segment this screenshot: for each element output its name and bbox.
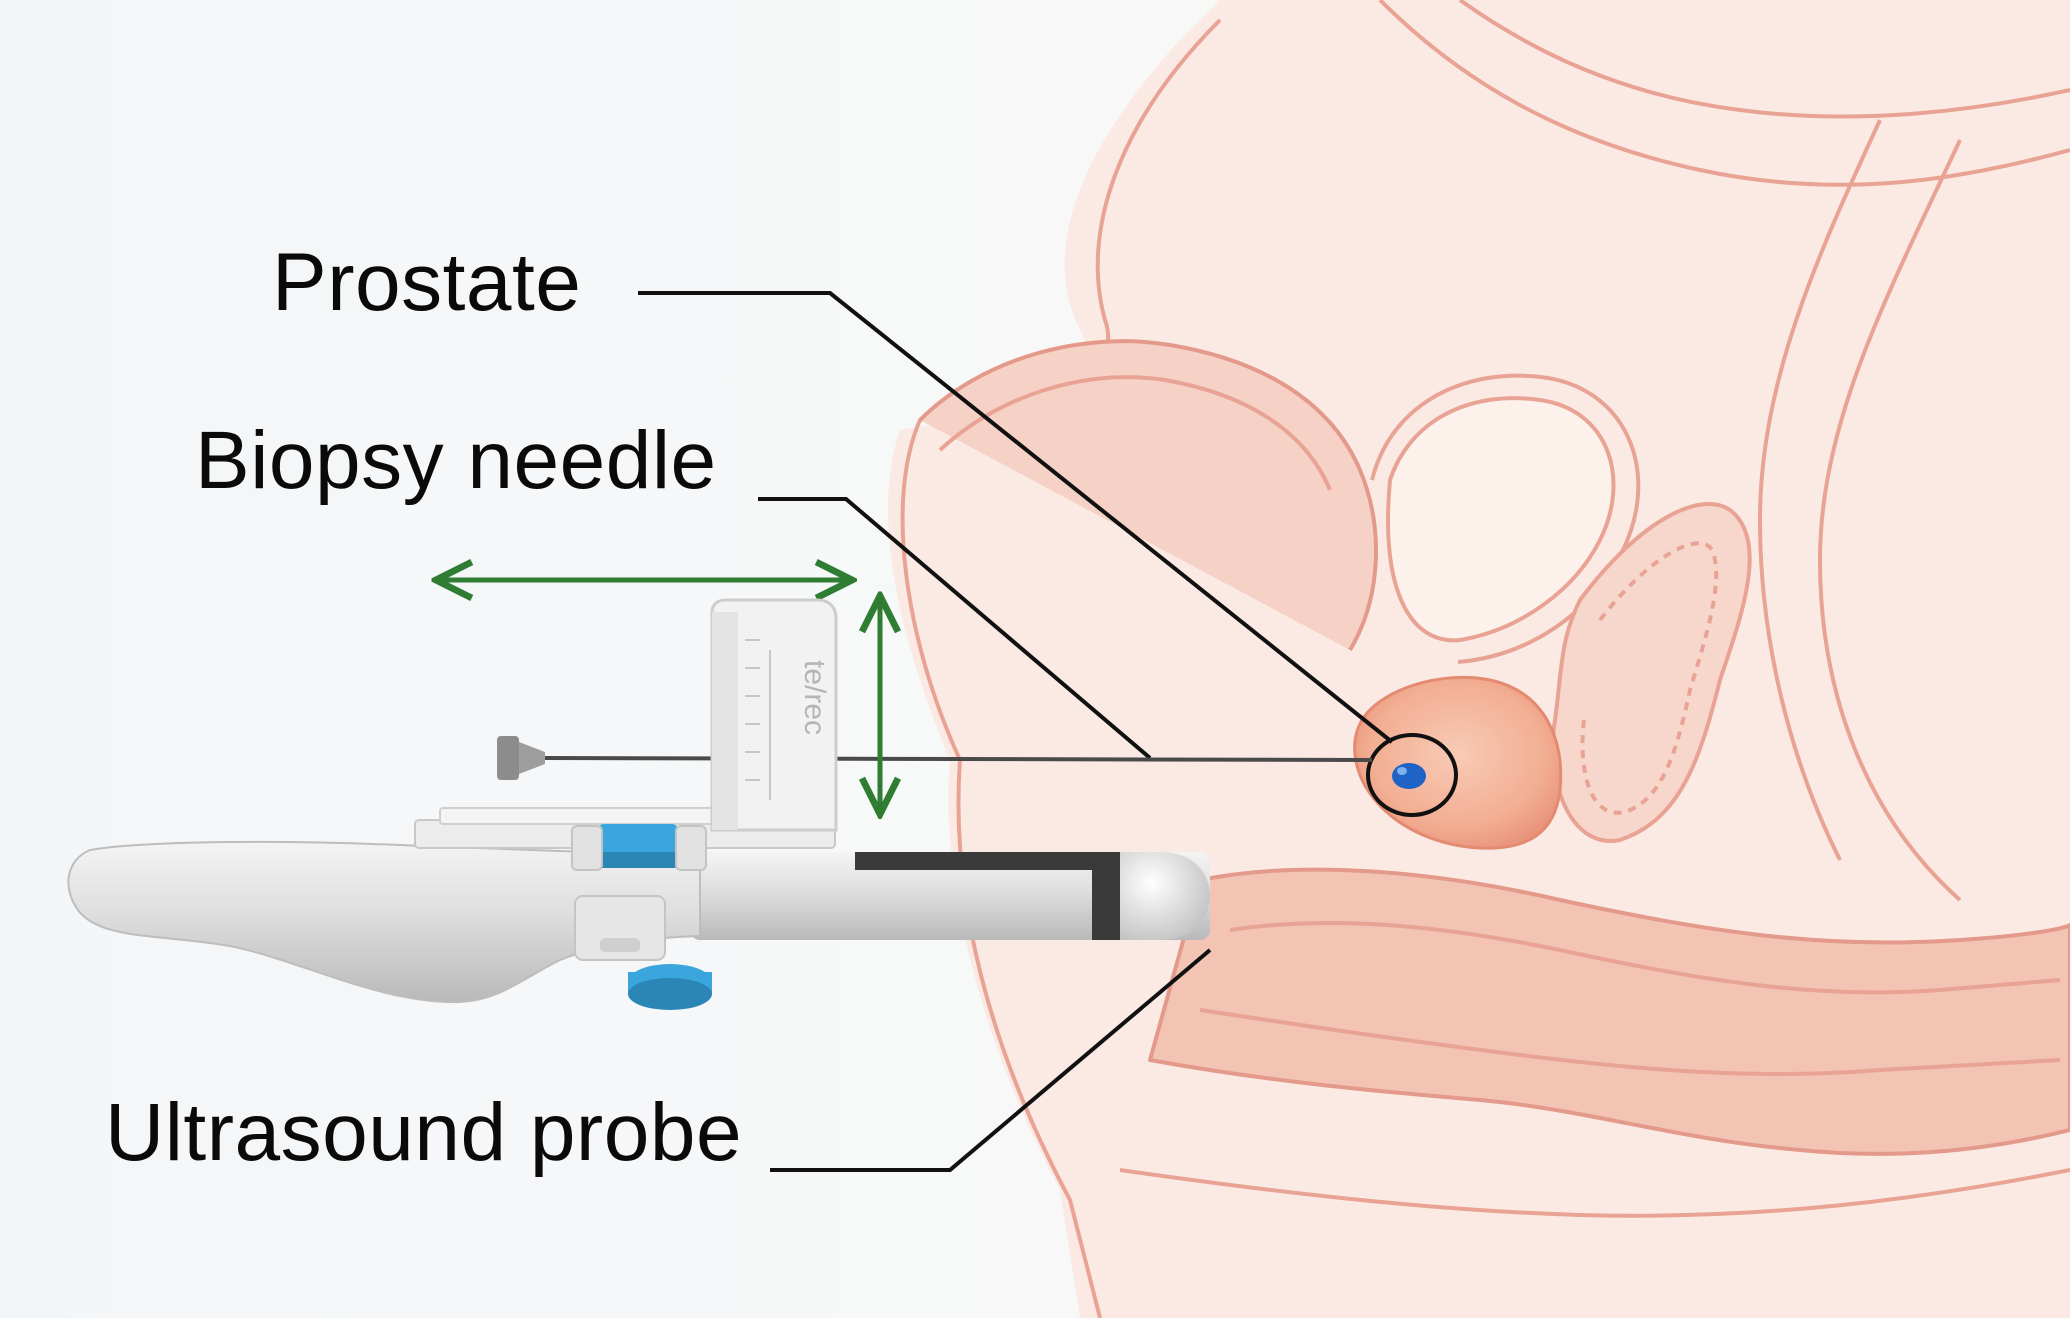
brand-mark: te/rec <box>798 660 831 735</box>
probe-black-band <box>855 852 1095 870</box>
blue-knob-bottom <box>628 978 712 1010</box>
needle-hub <box>497 736 519 780</box>
target-lesion <box>1392 763 1426 789</box>
probe-tip <box>1120 852 1210 940</box>
label-ultrasound-probe: Ultrasound probe <box>105 1092 742 1174</box>
clamp-body <box>572 826 602 870</box>
label-prostate: Prostate <box>272 242 581 324</box>
hinge-slot <box>600 938 640 952</box>
label-biopsy-needle: Biopsy needle <box>195 420 717 502</box>
target-lesion-highlight <box>1397 767 1407 775</box>
probe-black-ring <box>1092 852 1120 940</box>
needle-shaft <box>545 758 1372 760</box>
blue-clamp-shade <box>598 852 678 868</box>
template-plate-side <box>712 612 738 830</box>
clamp-body-right <box>676 826 706 870</box>
